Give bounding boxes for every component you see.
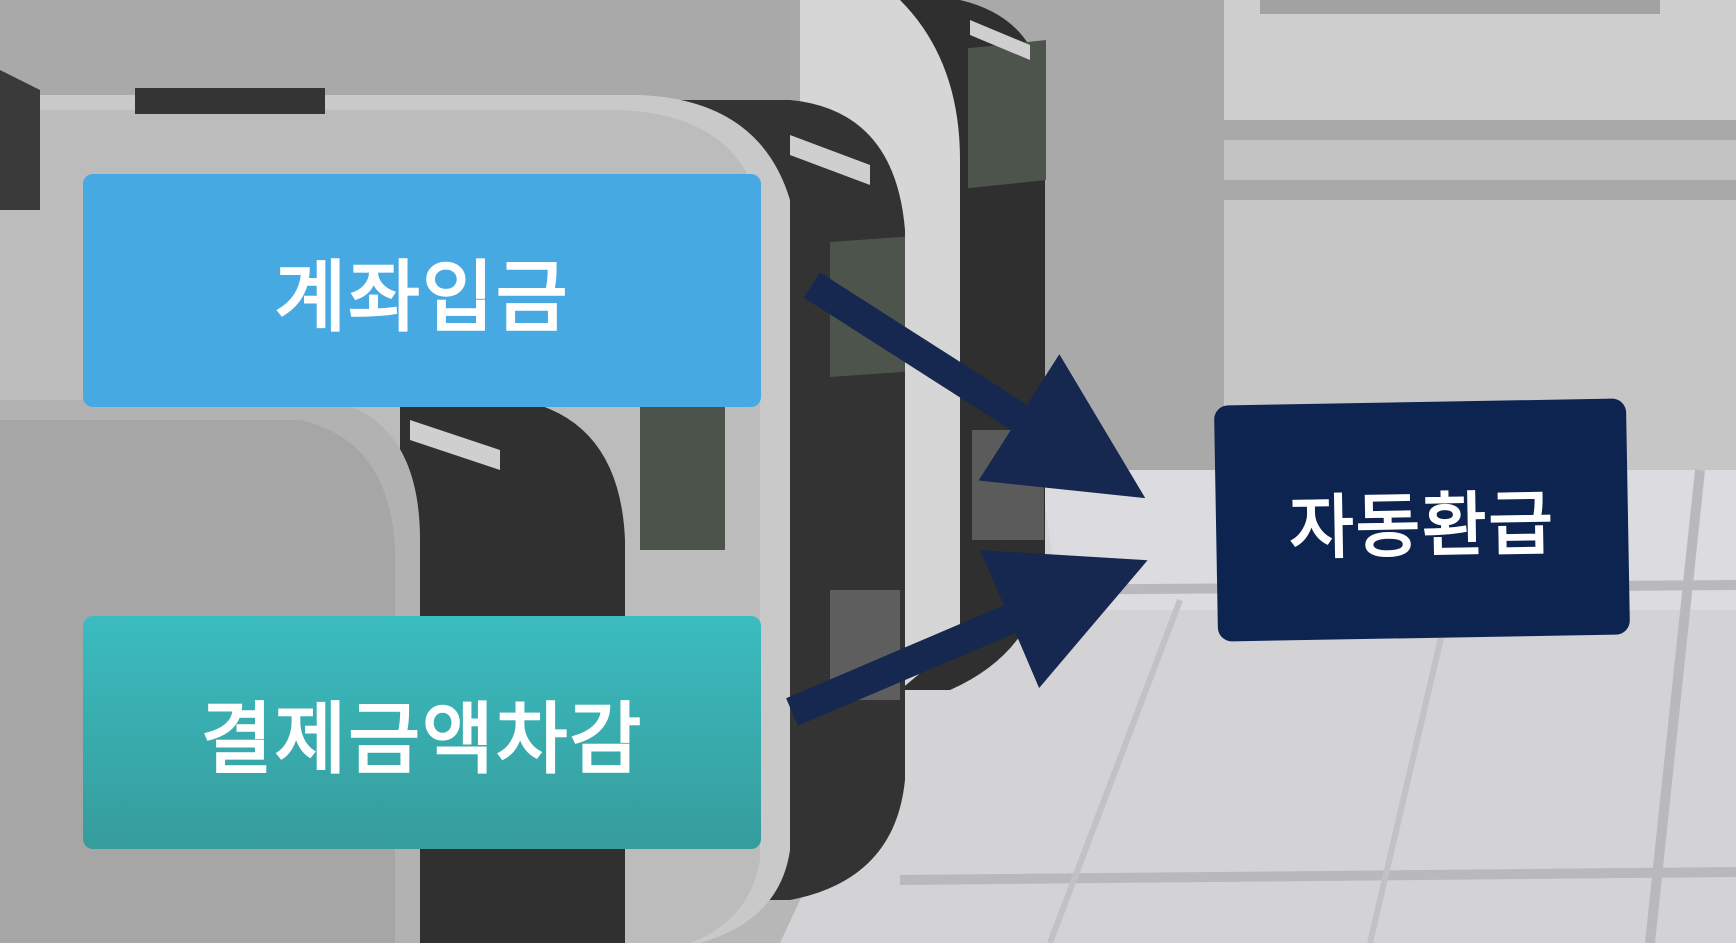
auto-refund-box: 자동환급 [1213, 398, 1631, 642]
auto-refund-label: 자동환급 [1288, 482, 1556, 569]
deposit-label: 계좌입금 [274, 252, 570, 343]
deposit-box: 계좌입금 [83, 174, 761, 407]
payment-deduction-box: 결제금액차감 [83, 616, 761, 849]
payment-deduction-label: 결제금액차감 [200, 694, 644, 785]
